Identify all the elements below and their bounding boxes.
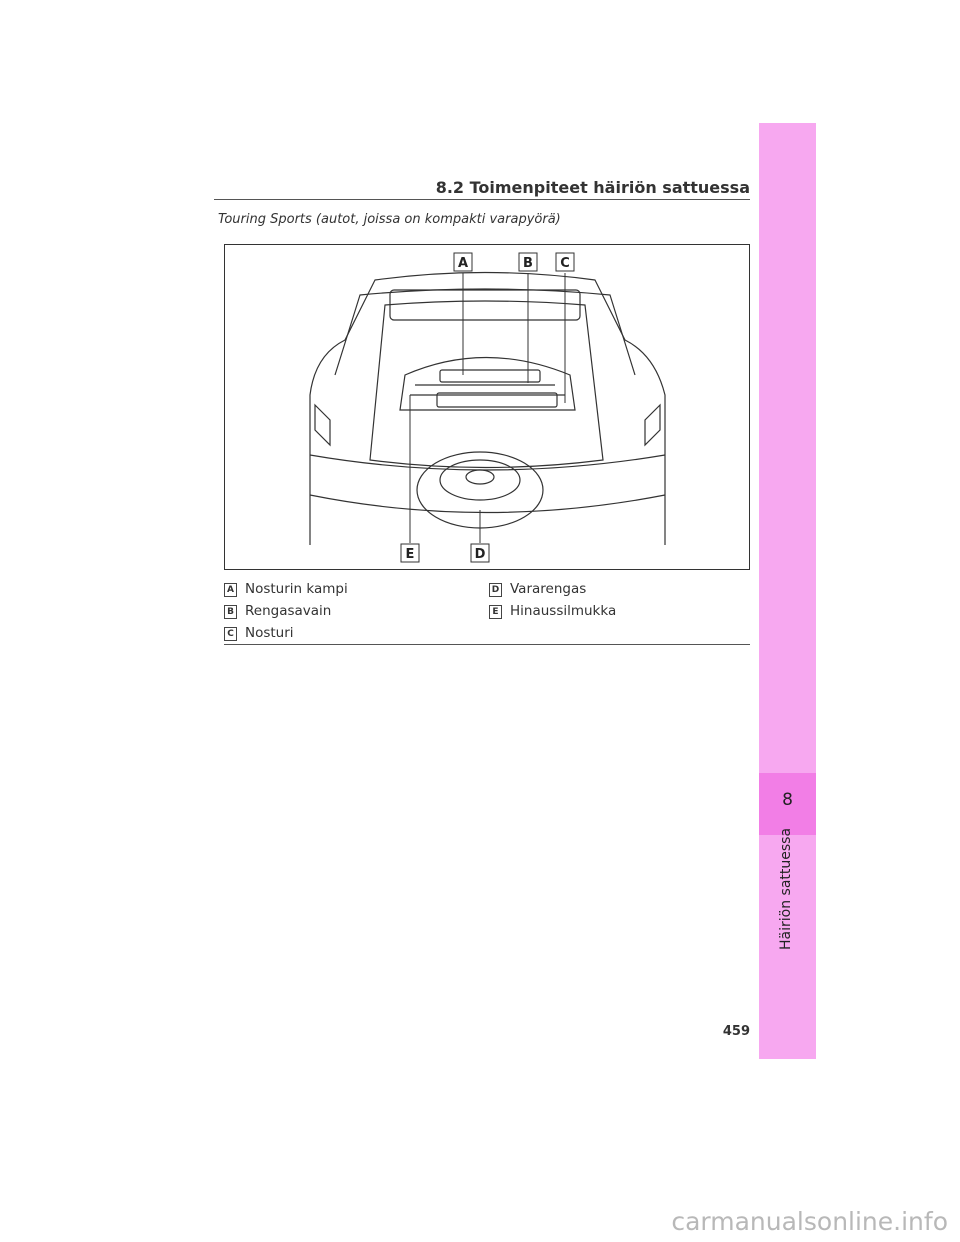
watermark: carmanualsonline.info bbox=[671, 1207, 948, 1236]
svg-text:B: B bbox=[523, 256, 533, 271]
section-header: 8.2 Toimenpiteet häiriön sattuessa bbox=[435, 178, 750, 197]
callout-e: E bbox=[400, 543, 420, 563]
legend-key: D bbox=[489, 583, 502, 597]
legend-item-e: E Hinaussilmukka bbox=[489, 603, 616, 619]
page-number: 459 bbox=[722, 1024, 750, 1039]
callout-a: A bbox=[453, 252, 473, 272]
legend-item-c: C Nosturi bbox=[224, 625, 294, 641]
legend-key: E bbox=[489, 605, 502, 619]
callout-b: B bbox=[518, 252, 538, 272]
callout-c: C bbox=[555, 252, 575, 272]
side-tab-number: 8 bbox=[782, 790, 793, 810]
callout-d: D bbox=[470, 543, 490, 563]
legend-key: C bbox=[224, 627, 237, 641]
side-tab-strip bbox=[759, 123, 816, 1059]
legend-item-d: D Vararengas bbox=[489, 581, 586, 597]
section-divider bbox=[224, 644, 750, 645]
legend-label: Rengasavain bbox=[245, 603, 332, 619]
svg-text:D: D bbox=[475, 547, 486, 562]
svg-text:A: A bbox=[458, 256, 468, 271]
legend-label: Hinaussilmukka bbox=[510, 603, 617, 619]
legend-key: B bbox=[224, 605, 237, 619]
legend-key: A bbox=[224, 583, 237, 597]
side-tab-title: Häiriön sattuessa bbox=[778, 827, 794, 950]
legend-label: Nosturin kampi bbox=[245, 581, 348, 597]
legend-label: Nosturi bbox=[245, 625, 294, 641]
svg-text:C: C bbox=[560, 256, 570, 271]
svg-text:E: E bbox=[406, 547, 415, 562]
side-tab-active bbox=[759, 773, 816, 835]
header-divider bbox=[214, 199, 750, 200]
car-trunk-figure: A B C E D bbox=[224, 244, 750, 570]
legend-label: Vararengas bbox=[510, 581, 587, 597]
figure-caption: Touring Sports (autot, joissa on kompakt… bbox=[218, 212, 561, 227]
car-trunk-illustration: A B C E D bbox=[309, 252, 666, 563]
legend-item-a: A Nosturin kampi bbox=[224, 581, 348, 597]
legend-item-b: B Rengasavain bbox=[224, 603, 331, 619]
